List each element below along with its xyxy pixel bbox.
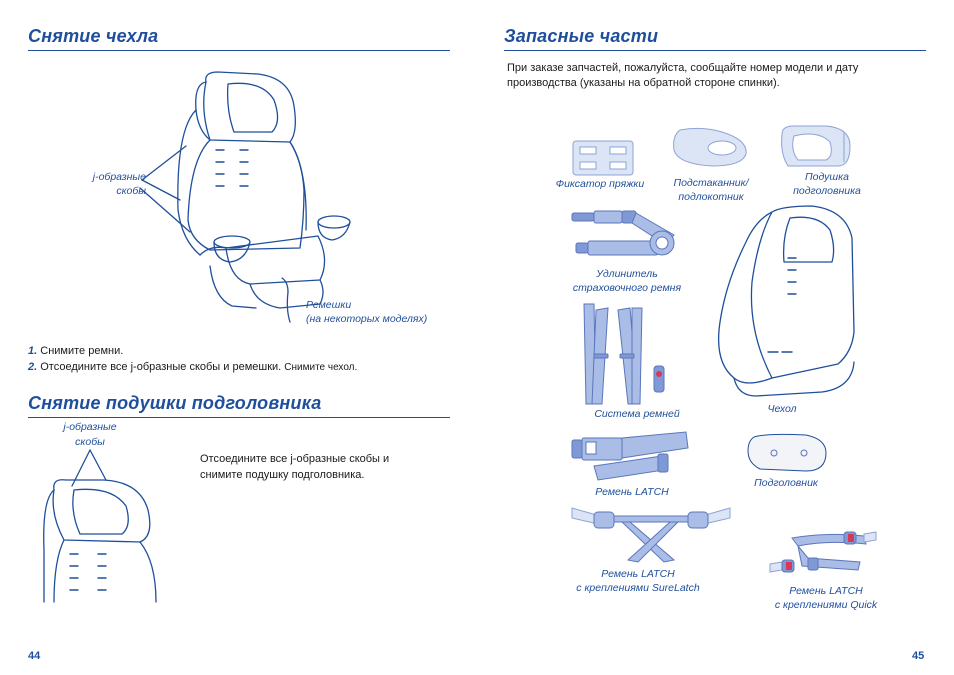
page-number-left: 44 <box>28 650 40 662</box>
buckle-clip-label: Фиксатор пряжки <box>545 177 655 191</box>
step-1-number: 1. <box>28 345 37 357</box>
j-clips-callout: j-образные скобы <box>70 170 146 198</box>
seat-cover-label: Чехол <box>752 402 812 416</box>
headrest-pad-label-line1: Подушка <box>774 170 880 184</box>
headrest-instructions-line1: Отсоедините все j-образные скобы и <box>200 451 389 467</box>
latch-strap-image <box>570 430 690 482</box>
j-clips-callout-2-line1: j-образные <box>42 420 138 434</box>
surelatch-strap-image <box>570 502 732 566</box>
headrest-instructions-line2: снимите подушку подголовника. <box>200 467 364 483</box>
straps-callout-line2: (на некоторых моделях) <box>306 312 427 326</box>
section-title-cover-removal: Снятие чехла <box>28 26 158 47</box>
section-rule-2 <box>28 417 450 418</box>
seat-cover-image <box>712 202 862 400</box>
buckle-clip-image <box>572 140 634 176</box>
step-2-text: Отсоедините все j-образные скобы и ремеш… <box>40 361 281 373</box>
page-number-right: 45 <box>912 650 924 662</box>
quick-latch-strap-image <box>768 530 878 580</box>
headrest-part-label: Подголовник <box>740 476 832 490</box>
j-clips-text: j-образные скобы <box>86 170 146 198</box>
section-title-headrest-removal: Снятие подушки подголовника <box>28 393 321 414</box>
headrest-illustration <box>40 450 170 602</box>
surelatch-label-line1: Ремень LATCH <box>568 567 708 581</box>
headrest-pad-image <box>778 124 852 168</box>
cupholder-label-line1: Подстаканник/ <box>660 176 762 190</box>
cupholder-image <box>672 126 750 170</box>
step-2: 2. Отсоедините все j-образные скобы и ре… <box>28 359 357 376</box>
intro-line1: При заказе запчастей, пожалуйста, сообща… <box>507 60 858 76</box>
surelatch-label-line2: с креплениями SureLatch <box>568 581 708 595</box>
section-rule-right <box>504 50 926 51</box>
step-1: 1. Снимите ремни. <box>28 343 123 359</box>
belt-extender-image <box>570 205 680 265</box>
j-clips-callout-2-line2: скобы <box>42 435 138 449</box>
headrest-part-image <box>746 433 828 473</box>
headrest-pad-label-line2: подголовника <box>774 184 880 198</box>
section-rule <box>28 50 450 51</box>
step-2-small-text: Снимите чехол. <box>284 362 357 373</box>
step-1-text: Снимите ремни. <box>40 345 123 357</box>
step-2-number: 2. <box>28 361 37 373</box>
belt-extender-label-line2: страховочного ремня <box>568 281 686 295</box>
latch-strap-label: Ремень LATCH <box>576 485 688 499</box>
harness-label: Система ремней <box>576 407 698 421</box>
section-title-spare-parts: Запасные части <box>504 26 658 47</box>
intro-line2: производства (указаны на обратной сторон… <box>507 75 780 91</box>
harness-image <box>580 304 672 408</box>
quick-latch-label-line1: Ремень LATCH <box>760 584 892 598</box>
straps-callout-line1: Ремешки <box>306 298 351 312</box>
seat-illustration <box>170 70 370 320</box>
belt-extender-label-line1: Удлинитель <box>568 267 686 281</box>
quick-latch-label-line2: с креплениями Quick <box>760 598 892 612</box>
